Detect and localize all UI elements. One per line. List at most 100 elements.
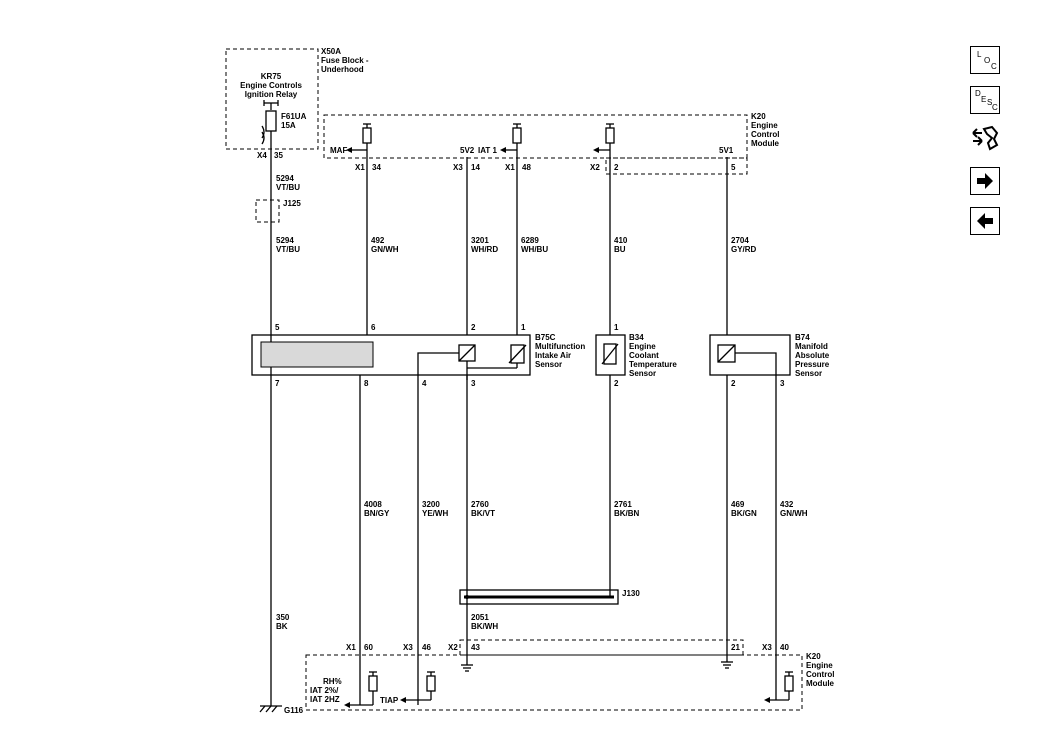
wire-3200-color: YE/WH (422, 509, 448, 518)
wire-350-circuit: 350 (276, 613, 290, 622)
fuse-block-label-3: Underhood (321, 65, 364, 74)
wire-2704-circuit: 2704 (731, 236, 749, 245)
b34-pin-1: 1 (614, 323, 619, 332)
conn-x4-label: X4 (257, 151, 267, 160)
wire-6289-circuit: 6289 (521, 236, 539, 245)
ground-g116-symbol (259, 640, 282, 713)
wire-6289-color: WH/BU (521, 245, 548, 254)
wire-2051-circuit: 2051 (471, 613, 489, 622)
next-page-button[interactable] (970, 167, 1000, 195)
wire-432-circuit: 432 (780, 500, 794, 509)
ecm-bottom-label-4: Module (806, 679, 835, 688)
desc-letter-d: D (975, 89, 981, 98)
connector-view-button[interactable] (970, 124, 1000, 152)
sensor-b34-box (595, 334, 626, 376)
b75c-pin-2: 2 (471, 323, 476, 332)
b75c-pin-4: 4 (422, 379, 427, 388)
sensor-b74-label-1: B74 (795, 333, 810, 342)
sensor-b34-label-3: Coolant (629, 351, 659, 360)
arrow-right-icon (977, 173, 993, 189)
splice-j125-label: J125 (283, 199, 301, 208)
conn-x2-2-label: X2 (590, 163, 600, 172)
ecm-bottom-label-3: Control (806, 670, 834, 679)
wire-2760-color: BK/VT (471, 509, 495, 518)
sensor-b74-label-5: Sensor (795, 369, 822, 378)
relay-label-2: Engine Controls (240, 81, 302, 90)
sensor-b75c-label-4: Sensor (535, 360, 562, 369)
desc-letter-s: S (987, 98, 993, 107)
wire-2051-color: BK/WH (471, 622, 498, 631)
arrow-left-icon (977, 213, 993, 229)
loc-letter-l: L (977, 50, 982, 59)
ecm-top-label-2: Engine (751, 121, 778, 130)
conn-x1-48-label: X1 (505, 163, 515, 172)
loc-letter-c: C (991, 62, 997, 71)
b75c-thermistor-element (467, 344, 527, 369)
b75c-pin-8: 8 (364, 379, 369, 388)
sensor-b74-label-2: Manifold (795, 342, 828, 351)
signal-rh-2: IAT 2%/ (310, 686, 339, 695)
description-button[interactable]: D E S C (970, 86, 1000, 114)
signal-iat1: IAT 1 (478, 146, 498, 155)
relay-label-1: KR75 (261, 72, 282, 81)
wire-432-color: GN/WH (780, 509, 808, 518)
sensor-b34-label-1: B34 (629, 333, 644, 342)
wire-469-color: BK/GN (731, 509, 757, 518)
conn-x1-34-pin: 34 (372, 163, 381, 172)
b74-pin-2: 2 (731, 379, 736, 388)
ecm-bottom-x2-extension (459, 639, 744, 656)
conn-x3-40-label: X3 (762, 643, 772, 652)
ecm-top-label-4: Module (751, 139, 780, 148)
fuse-symbol (265, 110, 277, 132)
signal-maf: MAF (330, 146, 347, 155)
conn-21-pin: 21 (731, 643, 740, 652)
conn-x3-14-pin: 14 (471, 163, 480, 172)
wire-350-color: BK (276, 622, 288, 631)
ecm-bottom-label-2: Engine (806, 661, 833, 670)
wire-492-circuit: 492 (371, 236, 385, 245)
ecm-top-resistors (362, 123, 615, 144)
fuse-block-label-1: X50A (321, 47, 341, 56)
conn-5-pin: 5 (731, 163, 736, 172)
conn-x1-48-pin: 48 (522, 163, 531, 172)
wire-5294-circuit-a: 5294 (276, 174, 294, 183)
wire-5294-circuit-b: 5294 (276, 236, 294, 245)
relay-contact-symbol (263, 100, 279, 110)
desc-letter-e: E (981, 95, 987, 104)
splice-j130-label: J130 (622, 589, 640, 598)
conn-x3-46-label: X3 (403, 643, 413, 652)
b34-pin-2: 2 (614, 379, 619, 388)
wire-4008-circuit: 4008 (364, 500, 382, 509)
signal-rh-3: IAT 2HZ (310, 695, 340, 704)
previous-page-button[interactable] (970, 207, 1000, 235)
b75c-pin-3: 3 (471, 379, 476, 388)
ecm-resistor-rh (368, 675, 378, 692)
wire-4008-color: BN/GY (364, 509, 390, 518)
b75c-pin-5: 5 (275, 323, 280, 332)
fuse-label-1: F61UA (281, 112, 307, 121)
location-button[interactable]: L O C (970, 46, 1000, 74)
sensor-b34-label-5: Sensor (629, 369, 656, 378)
fuse-block-label-2: Fuse Block - (321, 56, 369, 65)
ecm-resistor-tiap (426, 675, 436, 692)
wire-3200-circuit: 3200 (422, 500, 440, 509)
signal-tiap: TIAP (380, 696, 399, 705)
sensor-b75c-maf-element (260, 341, 374, 368)
ecm-ground-43 (461, 664, 473, 672)
ecm-top-label-1: K20 (751, 112, 766, 121)
b74-pin-3: 3 (780, 379, 785, 388)
wire-2761-circuit: 2761 (614, 500, 632, 509)
sensor-b74-box (709, 334, 791, 376)
conn-x1-60-pin: 60 (364, 643, 373, 652)
splice-dot (465, 595, 469, 599)
wire-3201-color: WH/RD (471, 245, 498, 254)
fuse-label-2: 15A (281, 121, 296, 130)
sensor-b34-label-2: Engine (629, 342, 656, 351)
fuse-block-outline (225, 48, 319, 150)
sensor-b75c-label-1: B75C (535, 333, 556, 342)
ecm-top-outline (323, 114, 748, 159)
conn-x2-43-pin: 43 (471, 643, 480, 652)
ecm-ground-21 (721, 661, 733, 669)
wire-5294-color-a: VT/BU (276, 183, 300, 192)
